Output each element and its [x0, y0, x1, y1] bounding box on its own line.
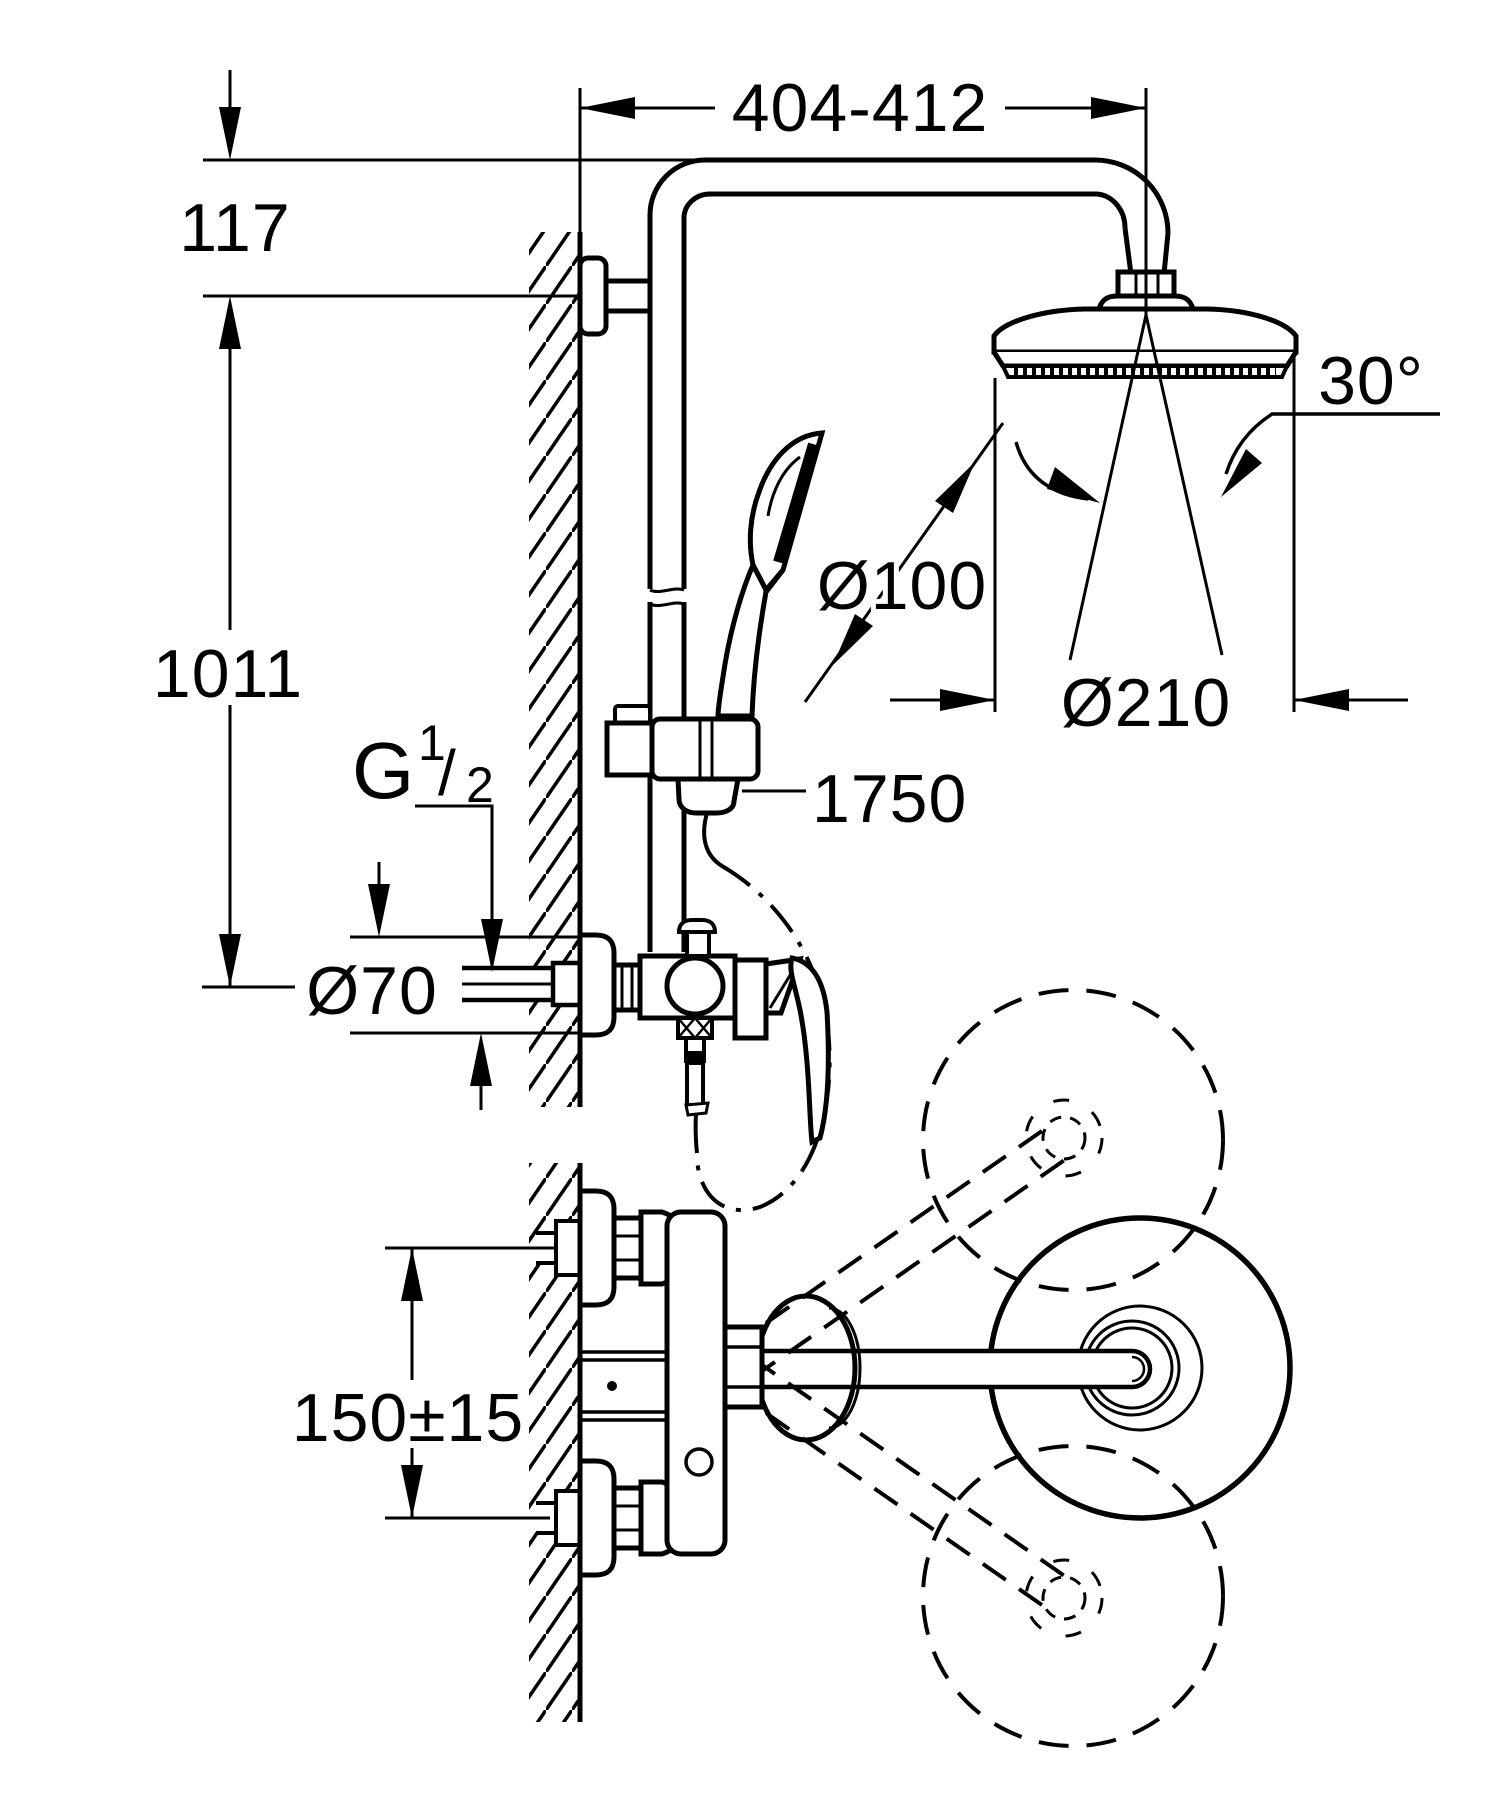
label-hose-length: 1750: [812, 761, 967, 837]
diverter-knob: [676, 918, 718, 934]
dimension-404-412: 404-412: [578, 70, 1146, 232]
label-swivel-angle: 30°: [1318, 343, 1424, 419]
top-view: [536, 988, 1293, 1748]
label-escutcheon-diameter: Ø70: [306, 953, 438, 1029]
mixer-valve-side: [462, 918, 831, 1146]
diverter-stem: [685, 930, 711, 958]
shower-arm-pipe: [647, 157, 1171, 275]
arm-mount: [722, 1324, 765, 1410]
hand-shower-face: [773, 442, 818, 564]
dimension-117: 117: [179, 70, 705, 349]
dimension-30-deg: 30°: [1221, 343, 1440, 497]
label-thread-slash: /: [438, 737, 456, 809]
label-top-width: 404-412: [732, 70, 989, 146]
valve-body-plate: [664, 1209, 728, 1557]
swivel-position-circle-lower: [921, 1444, 1225, 1748]
label-arm-drop: 117: [179, 190, 290, 266]
label-thread-sup: 1: [418, 715, 446, 771]
dimension-150: 150±15: [292, 1246, 556, 1520]
mixer-valve-top: [536, 1188, 765, 1578]
union-nut: [611, 962, 643, 1013]
cartridge-dome: [664, 955, 726, 1017]
swivel-arms-dashed: [728, 1122, 1078, 1614]
dimension-1011: 1011: [153, 347, 303, 989]
dimension-d70: Ø70: [306, 862, 580, 1110]
label-head-diameter: Ø210: [1061, 665, 1231, 741]
dimension-d100: Ø100: [803, 422, 1005, 703]
hose-outlet: [675, 776, 741, 816]
hand-shower: [715, 430, 826, 719]
label-thread-g12: G 1 / 2: [352, 715, 503, 972]
riser-pipe: [646, 215, 688, 952]
label-hand-shower-diameter: Ø100: [817, 548, 987, 624]
swivel-arrow-left: [1047, 467, 1100, 503]
slider-holder: [604, 704, 761, 816]
escutcheon: [577, 932, 617, 1038]
label-thread-sub: 2: [466, 757, 494, 813]
shower-arm-top: [762, 1348, 1153, 1390]
hose-coupling: [676, 1016, 714, 1040]
head-shower-side: [991, 269, 1299, 379]
label-thread-g: G: [352, 726, 414, 815]
dimension-1750: 1750: [742, 761, 967, 837]
label-inlet-spacing: 150±15: [292, 1380, 524, 1456]
dimension-d210: Ø210: [890, 356, 1408, 746]
head-centerline-and-cone: [1014, 88, 1224, 661]
label-riser-height: 1011: [153, 636, 303, 712]
lever-handle: [788, 955, 831, 1146]
wall-bracket: [577, 255, 653, 337]
swivel-position-circle-upper: [921, 988, 1225, 1292]
